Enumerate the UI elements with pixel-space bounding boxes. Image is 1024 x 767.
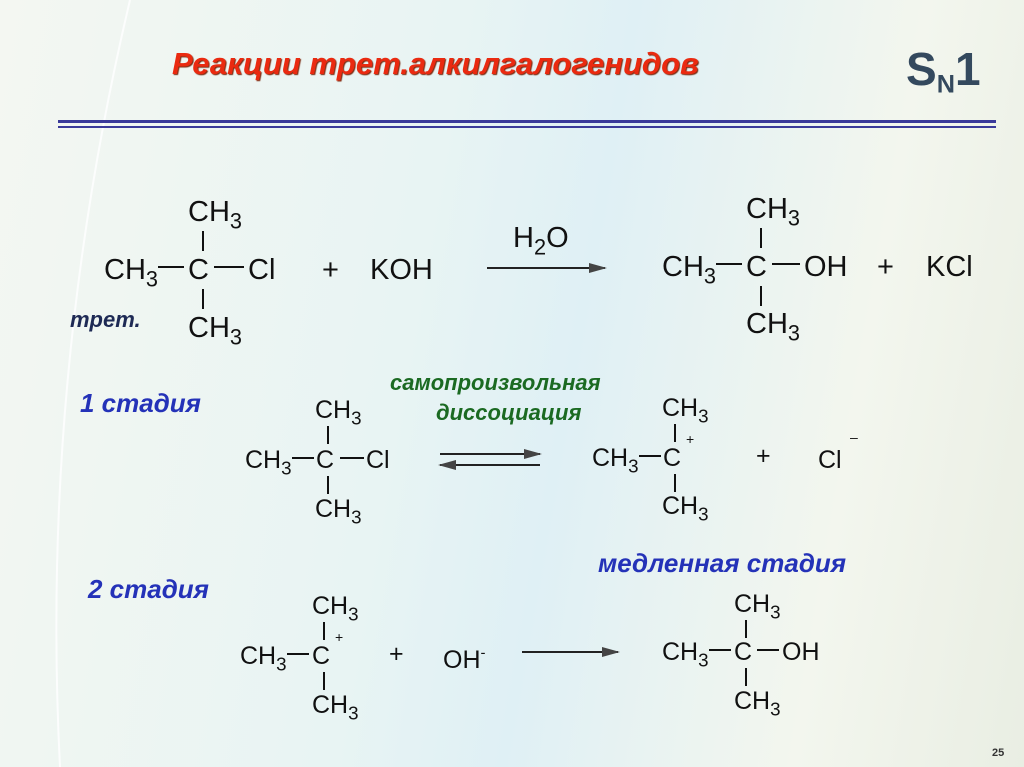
s2-left-ch3: CH3 [240, 642, 287, 675]
stage1-label: 1 стадия [80, 388, 201, 418]
chloride-anion: Cl [818, 446, 842, 474]
bond [202, 289, 204, 309]
bond [639, 455, 661, 457]
tret-label: трет. [70, 307, 141, 332]
bond [287, 653, 309, 655]
negative-charge: – [850, 429, 858, 445]
bond [772, 263, 800, 265]
plus: + [756, 442, 771, 470]
title-rule [58, 120, 996, 123]
slide-title: Реакции трет.алкилгалогенидов [172, 46, 699, 81]
bond [745, 668, 747, 686]
sn1-s: S [906, 43, 937, 95]
stage1-note-2: диссоциация [436, 400, 582, 425]
bond [323, 672, 325, 690]
forward-arrow [440, 449, 542, 459]
sn1-n: N [936, 70, 955, 99]
sn1-label: SN1 [906, 43, 981, 97]
cat-bottom-ch3: CH3 [662, 492, 709, 525]
slow-stage-label: медленная стадия [598, 548, 847, 578]
background-arc [55, 0, 131, 767]
bond [674, 424, 676, 442]
bond [674, 474, 676, 492]
s1-top-ch3: CH3 [315, 396, 362, 429]
s1-chlorine: Cl [366, 446, 390, 474]
stage2-label: 2 стадия [88, 574, 209, 604]
r-chlorine: Cl [248, 254, 276, 286]
p-bottom-ch3: CH3 [746, 308, 800, 346]
s2p-left-ch3: CH3 [662, 638, 709, 671]
r-bottom-ch3: CH3 [188, 312, 242, 350]
s2p-carbon: C [734, 638, 753, 666]
s2p-top-ch3: CH3 [734, 590, 781, 623]
bond [757, 649, 779, 651]
cat-left-ch3: CH3 [592, 444, 639, 477]
r-carbon: C [188, 254, 209, 286]
plus: + [322, 254, 339, 286]
s1-carbon: C [316, 446, 335, 474]
p-left-ch3: CH3 [662, 251, 716, 289]
plus: + [389, 640, 404, 668]
bond [327, 426, 329, 444]
s2p-hydroxyl: OH [782, 638, 820, 666]
bond [709, 649, 731, 651]
s2-top-ch3: CH3 [312, 592, 359, 625]
bond [760, 286, 762, 306]
bond [716, 263, 742, 265]
reagent-koh: KOH [370, 254, 433, 286]
bond [323, 622, 325, 640]
bond [340, 457, 364, 459]
p-hydroxyl: OH [804, 251, 848, 283]
bond [202, 231, 204, 251]
condition-h2o: H2O [513, 222, 569, 260]
stage1-note-1: самопроизвольная [390, 370, 601, 395]
bond [745, 620, 747, 638]
cat-top-ch3: CH3 [662, 394, 709, 427]
p-top-ch3: CH3 [746, 193, 800, 231]
positive-charge: + [686, 431, 695, 447]
reaction-arrow [487, 263, 607, 273]
reverse-arrow [438, 460, 540, 470]
bond [760, 228, 762, 248]
bond [292, 457, 314, 459]
bond [327, 476, 329, 494]
hydroxide: OH- [443, 644, 486, 674]
plus: + [877, 251, 894, 283]
bond [214, 266, 244, 268]
sn1-one: 1 [954, 43, 981, 95]
stage2-arrow [522, 647, 620, 657]
r-top-ch3: CH3 [188, 196, 242, 234]
s1-bottom-ch3: CH3 [315, 495, 362, 528]
cat-carbon: C [663, 444, 682, 472]
positive-charge: + [335, 629, 344, 645]
p-carbon: C [746, 251, 767, 283]
s2-carbon: C [312, 642, 331, 670]
title-rule-2 [58, 126, 996, 128]
page-number: 25 [992, 747, 1005, 759]
r-left-ch3: CH3 [104, 254, 158, 292]
byproduct-kcl: KCl [926, 251, 973, 283]
s1-left-ch3: CH3 [245, 446, 292, 479]
s2-bottom-ch3: CH3 [312, 691, 359, 724]
s2p-bottom-ch3: CH3 [734, 687, 781, 720]
bond [158, 266, 184, 268]
